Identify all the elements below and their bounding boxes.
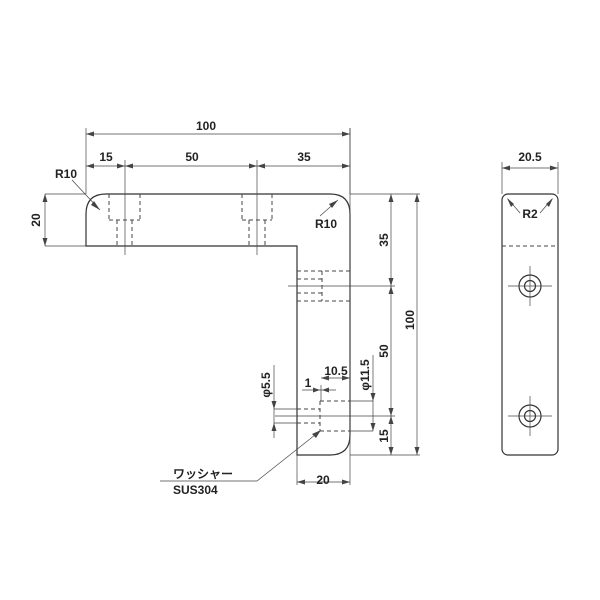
dim-segment-middle: 50 [185,150,199,164]
dim-side-radius: R2 [522,207,538,221]
dim-overall-height: 100 [403,310,417,330]
dim-vertical-bottom: 15 [377,429,391,443]
dim-leg-width: 20 [316,473,330,487]
dim-vertical-top: 35 [377,233,391,247]
dim-washer-thickness: 1 [305,376,312,390]
bracket-outline [85,193,351,456]
dim-segment-left: 15 [99,150,113,164]
dim-radius-right: R10 [315,217,337,231]
side-view-outline [501,193,559,456]
dim-washer-diameter: φ11.5 [358,359,372,391]
dim-overall-width: 100 [196,119,216,133]
dim-washer-offset: 10.5 [324,364,348,378]
side-hole-lower [508,396,552,436]
callout-washer-material: SUS304 [173,483,218,497]
callout-washer-label: ワッシャー [173,467,233,481]
side-hole-upper [508,266,552,306]
dim-segment-right: 35 [297,150,311,164]
dim-side-width: 20.5 [518,150,542,164]
dim-hole-diameter: φ5.5 [259,372,273,398]
dim-radius-left: R10 [55,167,77,181]
dim-arm-height: 20 [29,213,43,227]
dim-vertical-middle: 50 [377,344,391,358]
